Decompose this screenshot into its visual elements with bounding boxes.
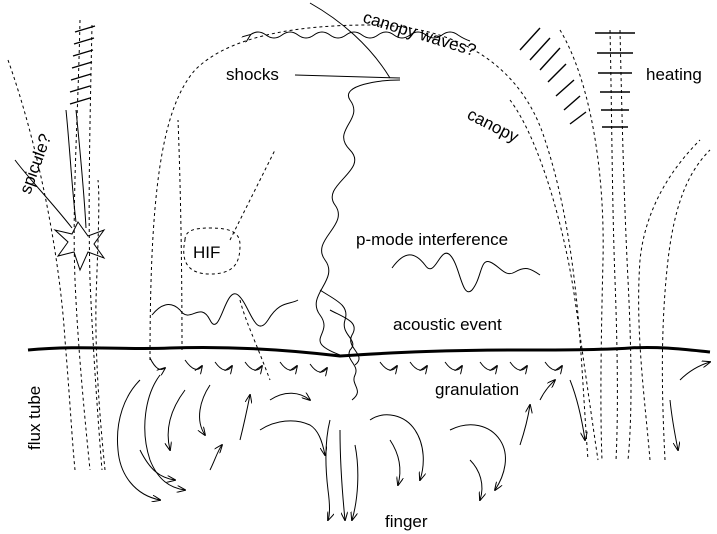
flux-tube-right-line-1 — [559, 29, 604, 461]
canopy-dome-inner — [177, 119, 183, 351]
flux-tube-right-line-2 — [609, 29, 618, 461]
acoustic-event-wave-2 — [329, 309, 360, 366]
label-hif: HIF — [193, 243, 220, 262]
flux-tube-left-line-2 — [73, 19, 91, 471]
label-canopy-waves: canopy waves? — [361, 8, 479, 60]
granulation-cells — [116, 362, 710, 520]
label-heating: heating — [646, 65, 702, 84]
hif-field-line — [229, 149, 276, 241]
spicule-star — [53, 221, 106, 272]
label-flux-tube: flux tube — [25, 386, 44, 450]
canopy-field-line-right — [509, 99, 599, 461]
flux-tube-left-line-4 — [95, 179, 106, 471]
label-acoustic-event: acoustic event — [393, 315, 502, 334]
flux-tube-left-line-1 — [7, 59, 76, 471]
heating-ticks-right — [595, 32, 635, 128]
label-shocks: shocks — [226, 65, 279, 84]
spicule-jet-1 — [65, 109, 77, 223]
spicule-line — [14, 159, 73, 229]
shocks-arc — [309, 2, 391, 79]
heating-ticks-left — [69, 25, 96, 105]
label-spicule: spicule? — [16, 131, 55, 196]
flux-tube-right-line-4 — [638, 139, 701, 461]
photosphere-line — [27, 345, 711, 358]
granulation-hooks — [149, 357, 562, 372]
hif-bubble — [183, 227, 241, 275]
acoustic-wave-column — [315, 79, 401, 356]
acoustic-event-wave — [319, 289, 358, 401]
flux-tube-right-line-3 — [619, 29, 632, 461]
p-mode-wave — [391, 252, 541, 293]
shocks-pointer-line — [294, 74, 401, 79]
hif-wave — [151, 293, 299, 327]
canopy-waves-line — [250, 31, 471, 41]
label-granulation: granulation — [435, 380, 519, 399]
label-p-mode-interference: p-mode interference — [356, 230, 508, 249]
label-canopy: canopy — [464, 105, 522, 147]
spicule-jet-2 — [75, 109, 87, 229]
flux-tube-right-line-5 — [661, 149, 711, 461]
label-finger: finger — [385, 512, 428, 531]
hif-field-line-2 — [239, 299, 271, 381]
flux-tube-left-line-3 — [88, 24, 103, 471]
heating-ticks-canopy — [519, 27, 587, 125]
